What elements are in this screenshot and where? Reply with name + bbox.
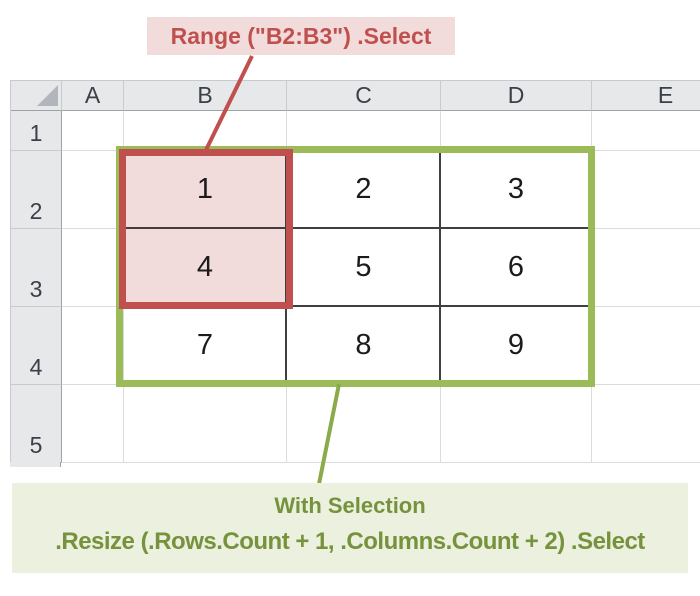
resize-callout-line1: With Selection xyxy=(274,493,426,518)
column-header-d[interactable]: D xyxy=(441,81,592,111)
cell-b2[interactable]: 1 xyxy=(124,151,287,229)
cell-d5[interactable] xyxy=(441,385,592,463)
cell-c2[interactable]: 2 xyxy=(287,151,441,229)
range-select-callout: Range ("B2:B3") .Select xyxy=(147,17,455,55)
row-header-1[interactable]: 1 xyxy=(11,111,62,151)
cell-e3[interactable] xyxy=(592,229,700,307)
cell-b5[interactable] xyxy=(124,385,287,463)
cell-d4[interactable]: 9 xyxy=(441,307,592,385)
cell-c3[interactable]: 5 xyxy=(287,229,441,307)
cell-e2[interactable] xyxy=(592,151,700,229)
cell-a5[interactable] xyxy=(62,385,124,463)
cell-d2[interactable]: 3 xyxy=(441,151,592,229)
cell-e5[interactable] xyxy=(592,385,700,463)
cell-border-line xyxy=(285,150,287,384)
select-all-corner[interactable] xyxy=(11,81,62,111)
cell-b1[interactable] xyxy=(124,111,287,151)
column-header-c[interactable]: C xyxy=(287,81,441,111)
row-header-3[interactable]: 3 xyxy=(11,229,62,307)
cell-a2[interactable] xyxy=(62,151,124,229)
cell-border-line xyxy=(123,305,591,307)
range-select-callout-text: Range ("B2:B3") .Select xyxy=(170,22,432,49)
column-header-e[interactable]: E xyxy=(592,81,700,111)
column-header-a[interactable]: A xyxy=(62,81,124,111)
cell-c1[interactable] xyxy=(287,111,441,151)
select-all-triangle-icon xyxy=(37,85,58,106)
row-header-partial xyxy=(10,462,61,467)
cell-a4[interactable] xyxy=(62,307,124,385)
row-header-5[interactable]: 5 xyxy=(11,385,62,463)
column-header-b[interactable]: B xyxy=(124,81,287,111)
cell-b4[interactable]: 7 xyxy=(124,307,287,385)
cell-border-line xyxy=(439,150,441,384)
row-header-4[interactable]: 4 xyxy=(11,307,62,385)
row-header-2[interactable]: 2 xyxy=(11,151,62,229)
cell-b3[interactable]: 4 xyxy=(124,229,287,307)
cell-e1[interactable] xyxy=(592,111,700,151)
cell-d3[interactable]: 6 xyxy=(441,229,592,307)
cell-d1[interactable] xyxy=(441,111,592,151)
resize-callout-line2: .Resize (.Rows.Count + 1, .Columns.Count… xyxy=(55,528,645,555)
cell-a1[interactable] xyxy=(62,111,124,151)
cell-e4[interactable] xyxy=(592,307,700,385)
cell-border-line xyxy=(123,227,591,229)
cell-c4[interactable]: 8 xyxy=(287,307,441,385)
cell-a3[interactable] xyxy=(62,229,124,307)
cell-c5[interactable] xyxy=(287,385,441,463)
resize-select-callout: With Selection .Resize (.Rows.Count + 1,… xyxy=(12,483,688,573)
spreadsheet-grid: A B C D E 1 2 1 2 3 3 4 5 6 4 7 8 9 5 xyxy=(10,80,700,463)
